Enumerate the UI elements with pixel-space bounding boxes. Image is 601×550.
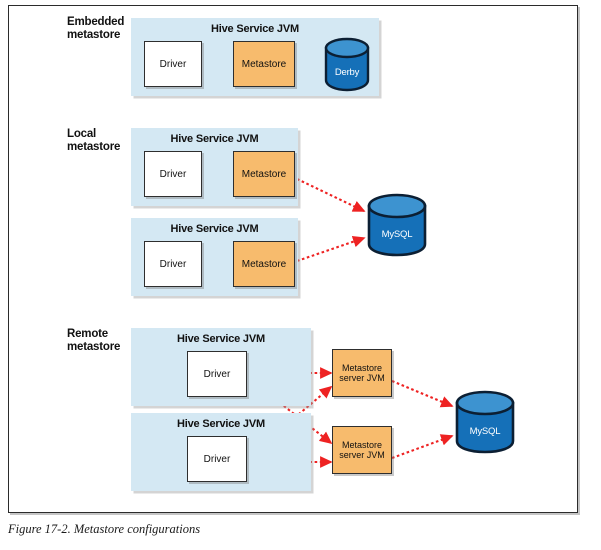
- derby-database-label: Derby: [334, 67, 360, 78]
- jvm-panel-title: Hive Service JVM: [170, 223, 259, 235]
- driver-box-label: Driver: [159, 258, 187, 270]
- section-label-remote: Remote metastore: [67, 328, 157, 354]
- metastore-server-jvm-box[interactable]: Metastore server JVM: [332, 349, 392, 397]
- metastore-server-jvm-line2: server JVM: [339, 373, 385, 383]
- section-label-line2: metastore: [67, 341, 121, 353]
- derby-database-icon: Derby: [323, 36, 371, 92]
- driver-box-label: Driver: [159, 168, 187, 180]
- metastore-box-label: Metastore: [241, 168, 287, 180]
- mysql-database-icon: MySQL: [366, 192, 428, 258]
- arrow-metastore-server-to-mysql: [391, 434, 454, 459]
- metastore-server-jvm-line2: server JVM: [339, 450, 385, 460]
- mysql-database-label: MySQL: [381, 229, 413, 240]
- driver-box[interactable]: Driver: [144, 41, 202, 87]
- metastore-server-jvm-box[interactable]: Metastore server JVM: [332, 426, 392, 474]
- metastore-box[interactable]: Metastore: [233, 241, 295, 287]
- metastore-server-jvm-line1: Metastore: [341, 440, 383, 450]
- arrow-metastore-server-to-mysql: [391, 380, 454, 408]
- mysql-database-icon: MySQL: [454, 389, 516, 455]
- arrow-metastore-to-mysql: [296, 178, 366, 212]
- mysql-database-label: MySQL: [469, 426, 501, 437]
- metastore-box-label: Metastore: [241, 258, 287, 270]
- metastore-box-label: Metastore: [241, 58, 287, 70]
- driver-box[interactable]: Driver: [144, 151, 202, 197]
- driver-box-label: Driver: [159, 58, 187, 70]
- section-label-line1: Remote: [67, 328, 108, 340]
- jvm-panel-title: Hive Service JVM: [177, 333, 265, 345]
- driver-box[interactable]: Driver: [187, 351, 247, 397]
- section-label-embedded: Embedded metastore: [67, 16, 157, 42]
- jvm-panel-title: Hive Service JVM: [170, 133, 259, 145]
- section-label-local: Local metastore: [67, 128, 157, 154]
- section-label-line2: metastore: [67, 141, 121, 153]
- driver-box-label: Driver: [203, 453, 231, 465]
- section-label-line2: metastore: [67, 29, 121, 41]
- metastore-box[interactable]: Metastore: [233, 151, 295, 197]
- driver-box-label: Driver: [203, 368, 231, 380]
- metastore-box[interactable]: Metastore: [233, 41, 295, 87]
- jvm-panel-title: Hive Service JVM: [177, 418, 265, 430]
- arrow-metastore-to-mysql: [296, 235, 366, 262]
- figure-caption: Figure 17-2. Metastore configurations: [8, 522, 201, 536]
- section-label-line1: Embedded: [67, 16, 125, 28]
- metastore-server-jvm-line1: Metastore: [341, 363, 383, 373]
- driver-box[interactable]: Driver: [144, 241, 202, 287]
- diagram-canvas: Embedded metastore Hive Service JVM Driv…: [9, 6, 579, 514]
- driver-box[interactable]: Driver: [187, 436, 247, 482]
- jvm-panel-title: Hive Service JVM: [211, 23, 299, 35]
- figure-frame: Embedded metastore Hive Service JVM Driv…: [8, 5, 578, 513]
- section-label-line1: Local: [67, 128, 97, 140]
